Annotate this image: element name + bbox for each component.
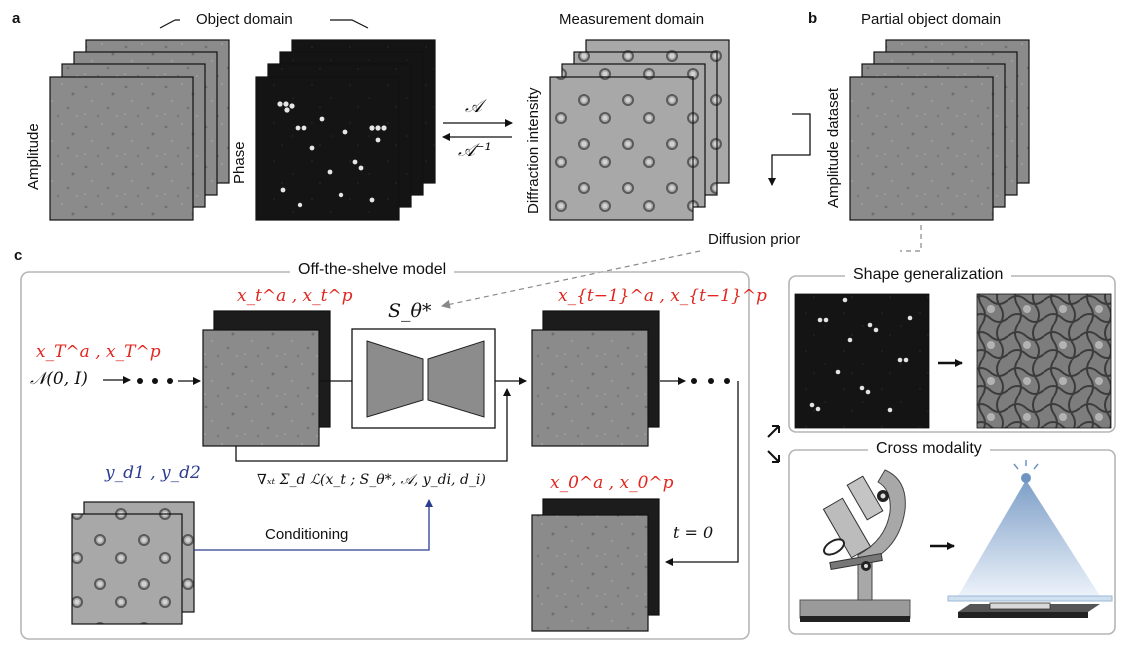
phase-image-stack	[255, 39, 436, 221]
xt-image-pair	[202, 310, 331, 447]
conditioning-arrow	[194, 499, 433, 551]
x0-image-pair	[531, 498, 660, 632]
diffusion-prior-connector	[900, 225, 922, 252]
final-step-arrow	[665, 381, 739, 566]
up-arrow-small	[767, 425, 780, 438]
microscope-illustration	[799, 469, 911, 622]
xt-minus-1-image-pair	[531, 310, 660, 447]
ellipsis-left	[137, 378, 173, 384]
amplitude-image-stack	[49, 39, 230, 221]
score-network-box	[351, 328, 496, 429]
measurement-image-pair	[71, 501, 195, 625]
partial-amplitude-image-stack	[849, 39, 1030, 221]
down-arrow-small	[767, 450, 780, 463]
shape-cell-image	[976, 293, 1112, 429]
diffraction-image-stack	[549, 39, 730, 221]
shape-phase-image	[794, 293, 930, 429]
ellipsis-right	[691, 378, 730, 384]
object-domain-brace	[159, 19, 369, 29]
diffusion-prior-arrow	[441, 250, 701, 309]
subset-arrow	[768, 113, 811, 186]
guidance-feedback-arrow	[235, 388, 511, 462]
lensless-setup-illustration	[947, 460, 1113, 618]
